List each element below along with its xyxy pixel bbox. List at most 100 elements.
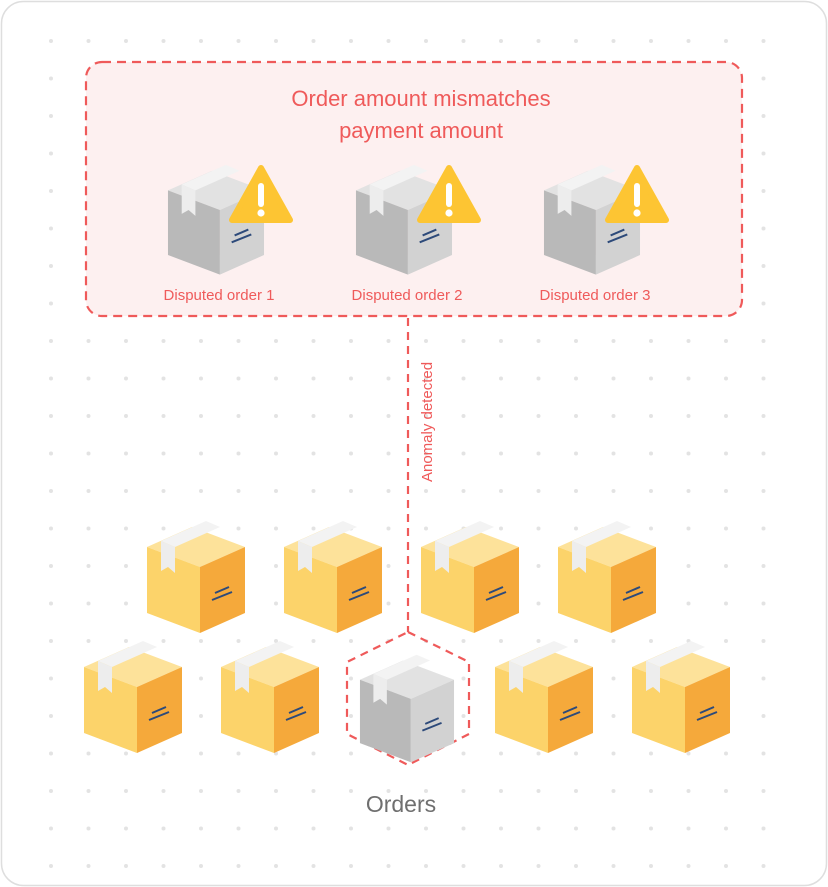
grid-dot — [574, 339, 578, 343]
grid-dot — [124, 376, 128, 381]
grid-dot — [536, 451, 541, 456]
grid-dot — [124, 39, 128, 43]
grid-dot — [724, 414, 728, 418]
grid-dot — [161, 639, 166, 643]
disputed-order-label: Disputed order 1 — [164, 287, 275, 304]
grid-dot — [311, 451, 316, 456]
grid-dot — [611, 714, 616, 718]
grid-dot — [499, 376, 503, 381]
grid-dot — [49, 189, 53, 193]
grid-dot — [124, 339, 128, 343]
grid-dot — [761, 151, 766, 156]
grid-dot — [686, 751, 691, 756]
grid-dot — [386, 339, 391, 343]
grid-dot — [611, 639, 616, 643]
grid-dot — [49, 339, 53, 343]
grid-dot — [124, 526, 128, 531]
grid-dot — [199, 826, 203, 831]
grid-dot — [649, 639, 653, 643]
grid-dot — [461, 489, 466, 493]
grid-dot — [236, 414, 241, 418]
grid-dot — [86, 414, 91, 418]
grid-dot — [686, 489, 691, 493]
disputed-order-label: Disputed order 2 — [352, 287, 463, 304]
grid-dot — [574, 864, 578, 868]
grid-dot — [611, 451, 616, 456]
grid-dot — [536, 601, 541, 606]
grid-dot — [536, 526, 541, 531]
grid-dot — [86, 601, 91, 606]
grid-dot — [274, 489, 278, 493]
grid-dot — [761, 39, 766, 43]
grid-dot — [49, 264, 53, 268]
grid-dot — [49, 864, 53, 868]
grid-dot — [536, 39, 541, 43]
grid-dot — [761, 414, 766, 418]
grid-dot — [311, 526, 316, 531]
grid-dot — [761, 564, 766, 568]
grid-dot — [49, 39, 53, 43]
grid-dot — [761, 76, 766, 81]
grid-dot — [49, 676, 53, 681]
grid-dot — [236, 376, 241, 381]
grid-dot — [49, 114, 53, 118]
grid-dot — [424, 39, 428, 43]
grid-dot — [311, 339, 316, 343]
grid-dot — [199, 639, 203, 643]
grid-dot — [161, 489, 166, 493]
grid-dot — [236, 639, 241, 643]
grid-dot — [311, 789, 316, 793]
grid-dot — [499, 639, 503, 643]
grid-dot — [536, 564, 541, 568]
grid-dot — [611, 789, 616, 793]
grid-dot — [199, 864, 203, 868]
grid-dot — [49, 414, 53, 418]
grid-dot — [724, 789, 728, 793]
grid-dot — [536, 376, 541, 381]
grid-dot — [236, 39, 241, 43]
grid-dot — [274, 39, 278, 43]
grid-dot — [86, 451, 91, 456]
grid-dot — [574, 489, 578, 493]
grid-dot — [124, 601, 128, 606]
grid-dot — [536, 489, 541, 493]
grid-dot — [236, 489, 241, 493]
grid-dot — [161, 864, 166, 868]
grid-dot — [649, 451, 653, 456]
grid-dot — [124, 826, 128, 831]
grid-dot — [349, 676, 353, 681]
grid-dot — [499, 789, 503, 793]
grid-dot — [611, 39, 616, 43]
grid-dot — [274, 339, 278, 343]
grid-dot — [274, 376, 278, 381]
grid-dot — [724, 564, 728, 568]
grid-dot — [49, 751, 53, 756]
grid-dot — [236, 751, 241, 756]
grid-dot — [424, 789, 428, 793]
grid-dot — [686, 526, 691, 531]
grid-dot — [611, 339, 616, 343]
grid-dot — [311, 826, 316, 831]
grid-dot — [761, 601, 766, 606]
grid-dot — [761, 489, 766, 493]
grid-dot — [274, 639, 278, 643]
grid-dot — [536, 789, 541, 793]
grid-dot — [49, 789, 53, 793]
grid-dot — [236, 526, 241, 531]
grid-dot — [349, 714, 353, 718]
grid-dot — [311, 751, 316, 756]
grid-dot — [611, 414, 616, 418]
disputed-order-label: Disputed order 3 — [540, 287, 651, 304]
anomaly-detected-label: Anomaly detected — [419, 362, 436, 482]
grid-dot — [761, 114, 766, 118]
grid-dot — [724, 339, 728, 343]
grid-dot — [386, 601, 391, 606]
grid-dot — [761, 789, 766, 793]
grid-dot — [274, 789, 278, 793]
grid-dot — [86, 39, 91, 43]
grid-dot — [274, 526, 278, 531]
grid-dot — [574, 639, 578, 643]
grid-dot — [461, 339, 466, 343]
grid-dot — [349, 864, 353, 868]
